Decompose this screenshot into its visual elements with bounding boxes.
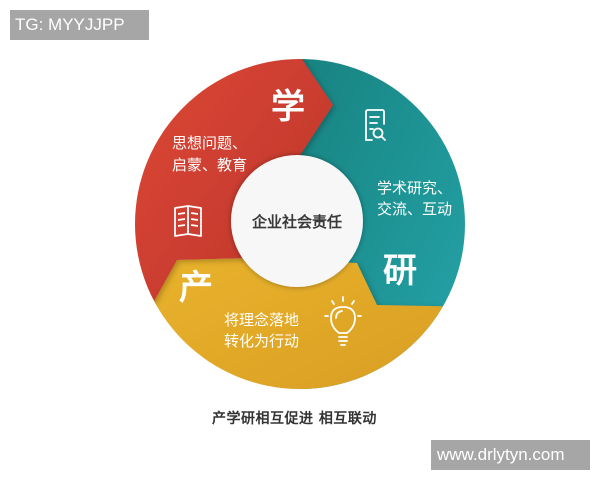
segment-desc-yan-1: 学术研究、 — [377, 179, 452, 197]
segment-desc-xue-1: 思想问题、 — [172, 134, 247, 152]
segment-desc-yan-2: 交流、互动 — [377, 200, 452, 218]
center-circle — [231, 155, 363, 287]
segment-desc-chan-2: 转化为行动 — [224, 332, 299, 350]
diagram-caption: 产学研相互促进 相互联动 — [212, 411, 377, 427]
book-icon — [174, 205, 202, 237]
watermark-bottom: www.drlytyn.com — [431, 440, 590, 470]
lightbulb-icon — [324, 296, 362, 346]
segment-title-xue: 学 — [271, 87, 305, 127]
segment-desc-xue-2: 启蒙、教育 — [172, 156, 247, 174]
document-search-icon — [365, 109, 386, 141]
segment-title-chan: 产 — [179, 268, 213, 308]
watermark-top: TG: MYYJJPP — [10, 10, 149, 40]
center-label: 企业社会责任 — [251, 213, 342, 231]
segment-title-yan: 研 — [383, 251, 417, 291]
segment-desc-chan-1: 将理念落地 — [224, 311, 299, 329]
